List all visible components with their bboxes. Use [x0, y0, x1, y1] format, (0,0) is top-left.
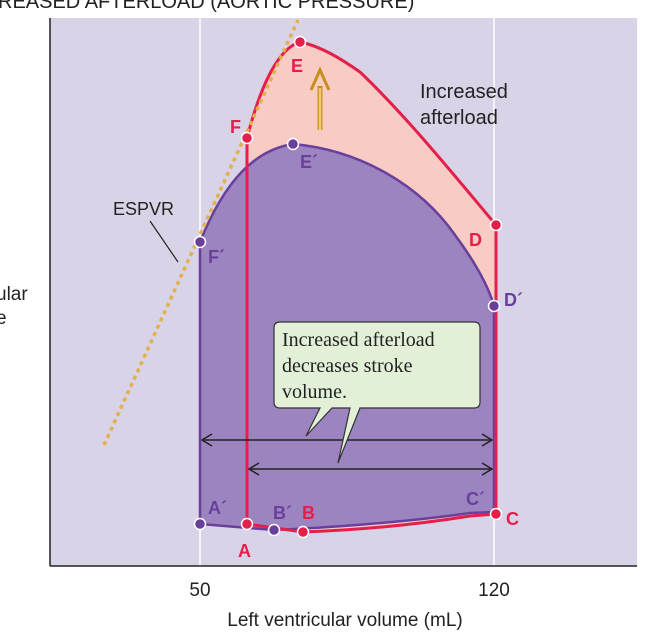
- y-axis-label-line-2: e: [0, 308, 7, 329]
- x-tick-50: 50: [189, 580, 210, 601]
- purple-points: [193, 137, 501, 537]
- red-points: [240, 35, 503, 539]
- point-D-prime-marker: [487, 299, 501, 313]
- point-C-marker: [489, 507, 503, 521]
- increased-afterload-loop-outline: [245, 40, 498, 534]
- point-C-prime-label: C´: [466, 489, 485, 509]
- point-F-prime-label: F´: [208, 247, 225, 267]
- increased-afterload-label-line-2: afterload: [420, 107, 498, 129]
- increased-afterload-label-line-1: Increased: [420, 81, 508, 103]
- normal-loop-outline: [198, 142, 496, 532]
- point-B-label: B: [302, 503, 315, 523]
- point-D-prime-label: D´: [504, 290, 523, 310]
- point-F-label: F: [230, 117, 241, 137]
- point-E-prime-label: E´: [300, 152, 318, 172]
- callout-line-1: Increased afterload: [282, 329, 435, 351]
- x-axis-label: Left ventricular volume (mL): [227, 610, 462, 631]
- y-axis-label-line-1: ular: [0, 284, 28, 305]
- point-A-label: A: [238, 541, 251, 561]
- increase-arrow-head: [309, 66, 331, 91]
- point-D-label: D: [469, 230, 482, 250]
- point-B-marker: [296, 525, 310, 539]
- point-A-prime-marker: [193, 517, 207, 531]
- point-F-marker: [240, 131, 254, 145]
- callout-line-2: decreases stroke: [282, 355, 413, 377]
- point-A-prime-label: A´: [208, 498, 227, 518]
- callout-box: [273, 321, 481, 464]
- callout-line-3: volume.: [282, 381, 347, 403]
- x-tick-120: 120: [478, 580, 510, 601]
- point-C-label: C: [506, 509, 519, 529]
- point-E-label: E: [291, 56, 303, 76]
- point-F-prime-marker: [193, 235, 207, 249]
- espvr-line: [102, 19, 300, 446]
- point-B-prime-marker: [267, 523, 281, 537]
- point-E-prime-marker: [286, 137, 300, 151]
- point-A-marker: [240, 517, 254, 531]
- header-title: REASED AFTERLOAD (AORTIC PRESSURE): [0, 0, 414, 13]
- point-E-marker: [293, 35, 307, 49]
- point-B-prime-label: B´: [273, 503, 292, 523]
- stroke-volume-arrow-increased: [247, 462, 494, 476]
- point-D-marker: [489, 218, 503, 232]
- espvr-label: ESPVR: [113, 199, 174, 219]
- espvr-pointer: [149, 220, 179, 263]
